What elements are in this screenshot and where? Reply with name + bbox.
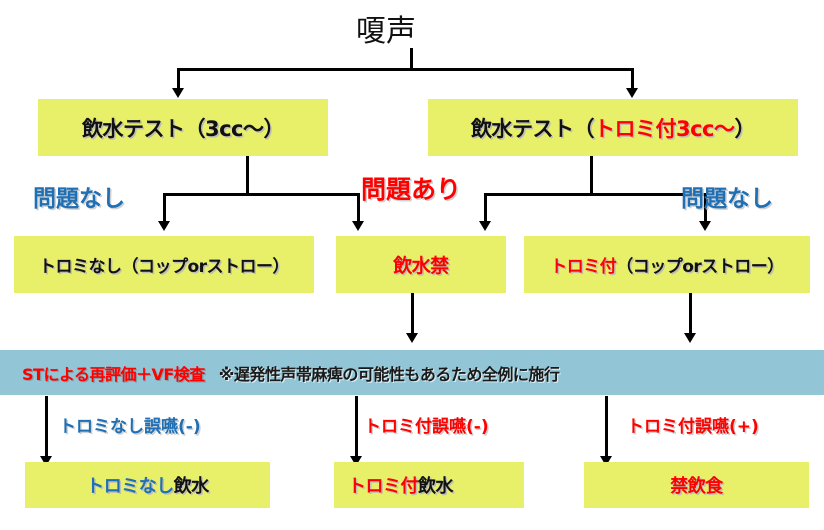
box-thickener-drinking-label-red: トロミ付 <box>348 476 419 497</box>
edge-label-plain-ok: 問題なし <box>33 186 125 212</box>
edge-label-thickener-aspiration-negative: トロミ付誤嚥(-) <box>364 417 489 437</box>
box-water-test-plain[interactable]: 飲水テスト（3cc～） <box>38 99 328 156</box>
connector-title-to-left <box>177 68 180 90</box>
connector-band-to-thick-drink <box>355 396 358 458</box>
arrowhead-thick-thickdrink <box>699 221 711 231</box>
connector-title-to-right <box>631 68 634 90</box>
box-no-drinking-label: 飲水禁 <box>393 255 449 277</box>
band-note-label: ※遅発性声帯麻痺の可能性もあるため全例に施行 <box>218 364 560 384</box>
arrowhead-plain-nothick <box>158 221 170 231</box>
connector-plain-to-nothick <box>163 193 166 223</box>
connector-plain-to-nodrink <box>357 193 360 223</box>
band-st-reevaluation[interactable]: STによる再評価＋VF検査 ※遅発性声帯麻痺の可能性もあるため全例に施行 <box>0 350 824 395</box>
box-no-thickener-drinking[interactable]: トロミなし飲水 <box>25 462 270 508</box>
arrowhead-band-npo <box>600 456 612 466</box>
diagram-title: 嗄声 <box>356 14 416 49</box>
box-thickener-drinking-label-black: 飲水 <box>418 476 454 497</box>
box-no-thickener-drinking-label-blue: トロミなし <box>86 476 174 497</box>
connector-band-to-nothick-drink <box>45 396 48 458</box>
connector-thickdrink-to-band <box>689 293 692 335</box>
band-red-label: STによる再評価＋VF検査 <box>22 364 205 384</box>
box-thickener-drinking[interactable]: トロミ付飲水 <box>334 462 524 508</box>
connector-plain-stem <box>246 156 249 195</box>
box-water-test-thickened-label-pre: 飲水テスト（ <box>470 116 595 141</box>
box-water-test-thickened-label-red: トロミ付3cc～ <box>593 116 735 141</box>
edge-label-no-thickener-aspiration-negative: トロミなし誤嚥(-) <box>59 417 201 437</box>
connector-thick-split <box>484 193 707 196</box>
connector-band-to-npo <box>605 396 608 458</box>
box-npo[interactable]: 禁飲食 <box>584 462 809 508</box>
connector-thick-to-thickdrink <box>704 193 707 223</box>
connector-title-stem <box>410 48 413 70</box>
connector-thick-to-nodrink <box>484 193 487 223</box>
box-thickener-cup-straw-label-black: （コップorストロー） <box>616 257 784 277</box>
arrowhead-band-nothick-drink <box>40 456 52 466</box>
box-water-test-plain-label: 飲水テスト（3cc～） <box>81 116 285 141</box>
box-npo-label: 禁飲食 <box>670 476 723 497</box>
box-thickener-cup-straw-label-red: トロミ付 <box>550 257 617 277</box>
arrowhead-nodrink-band <box>406 333 418 343</box>
connector-title-split <box>177 68 634 71</box>
box-no-drinking[interactable]: 飲水禁 <box>336 236 506 293</box>
connector-plain-split <box>163 193 360 196</box>
arrowhead-thickdrink-band <box>684 333 696 343</box>
arrowhead-band-thick-drink <box>350 456 362 466</box>
edge-label-thick-ok: 問題なし <box>681 186 773 212</box>
connector-nodrink-to-band <box>411 293 414 335</box>
arrowhead-title-left <box>172 88 184 98</box>
box-water-test-thickened[interactable]: 飲水テスト（トロミ付3cc～） <box>428 99 798 156</box>
edge-label-problem: 問題あり <box>361 175 462 204</box>
arrowhead-title-right <box>626 88 638 98</box>
edge-label-thickener-aspiration-positive: トロミ付誤嚥(+) <box>627 417 759 437</box>
box-no-thickener-drinking-label-black: 飲水 <box>173 476 210 497</box>
arrowhead-plain-nodrink <box>352 221 364 231</box>
box-water-test-thickened-label-post: ） <box>734 116 756 141</box>
box-no-thickener-cup-straw[interactable]: トロミなし（コップorストロー） <box>14 236 314 293</box>
connector-thick-stem <box>590 156 593 195</box>
arrowhead-thick-nodrink <box>479 221 491 231</box>
box-no-thickener-label: トロミなし（コップorストロー） <box>38 257 290 277</box>
box-thickener-cup-straw[interactable]: トロミ付（コップorストロー） <box>524 236 810 293</box>
